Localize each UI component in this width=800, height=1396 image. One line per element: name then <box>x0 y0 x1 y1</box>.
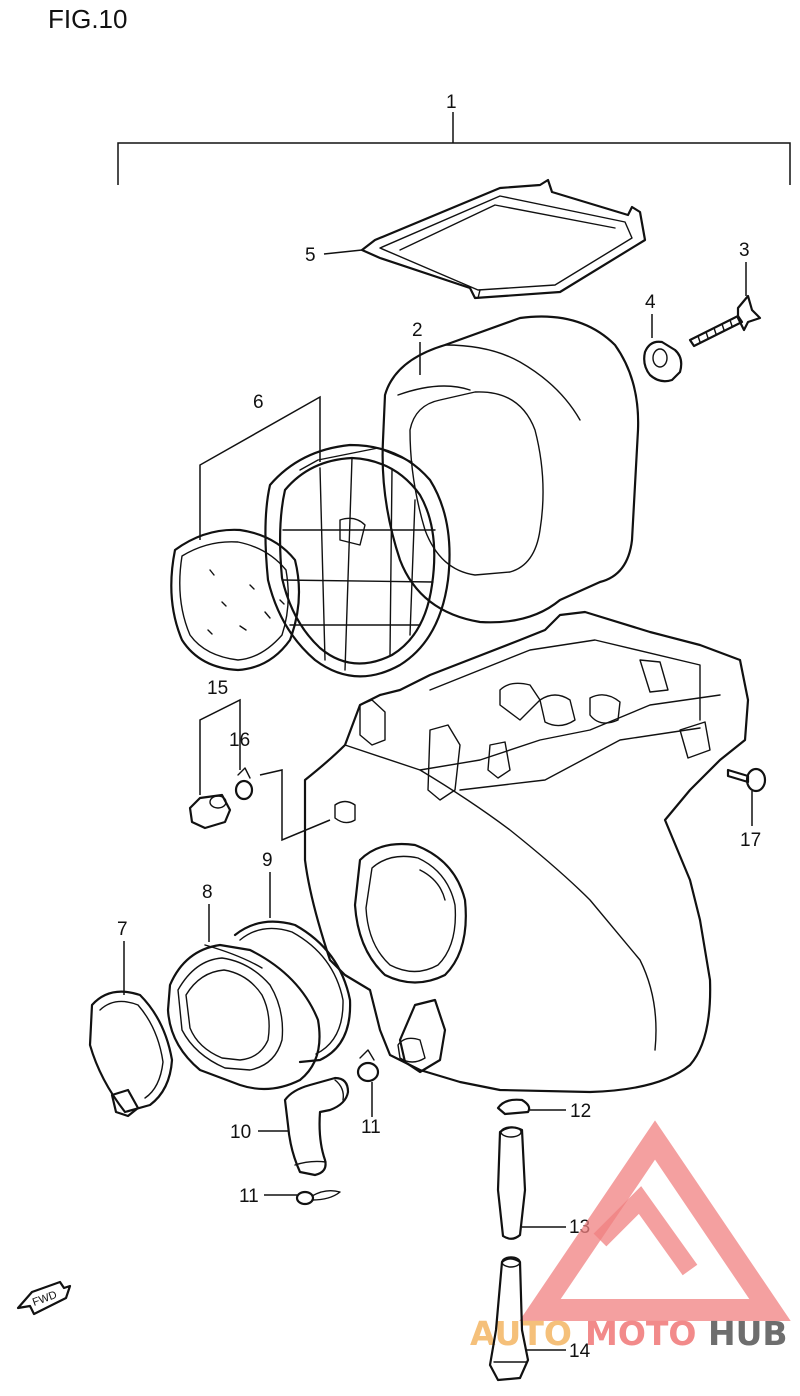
part-8-outlet-tube <box>166 943 321 1091</box>
part-14-drain-hose <box>488 1256 530 1382</box>
fwd-arrow: FWD <box>16 1280 72 1316</box>
part-7-clamp <box>88 990 174 1118</box>
callout-3: 3 <box>739 240 750 261</box>
assembly-bracket <box>117 112 791 185</box>
callout-11-upper: 11 <box>361 1117 381 1138</box>
part-6-element-holder <box>264 443 451 678</box>
part-13-drain-pipe <box>496 1126 527 1240</box>
callout-10: 10 <box>230 1122 251 1143</box>
watermark-text-moto: MOTO <box>585 1314 696 1353</box>
part-10-drain-hose <box>283 1076 350 1177</box>
figure-title: FIG.10 <box>48 4 127 34</box>
part-15-cap <box>188 793 232 830</box>
callout-15: 15 <box>207 678 228 699</box>
part-6-screen <box>170 528 301 672</box>
watermark-triangle <box>519 1120 791 1321</box>
callout-8: 8 <box>202 882 213 903</box>
callout-9: 9 <box>262 850 273 871</box>
part-11-clip-lower <box>295 1189 341 1206</box>
callout-4: 4 <box>645 292 656 313</box>
part-17-screw <box>726 767 767 793</box>
part-1-housing <box>303 610 750 1094</box>
part-12-plug <box>496 1098 531 1116</box>
part-4-grommet <box>643 340 683 383</box>
callout-12: 12 <box>570 1101 591 1122</box>
callout-14: 14 <box>569 1341 591 1362</box>
watermark-logo: AUTO MOTO HUB <box>470 1120 791 1353</box>
part-11-clip-upper <box>356 1049 380 1083</box>
callout-5: 5 <box>305 245 316 266</box>
callout-16: 16 <box>229 730 250 751</box>
callout-2: 2 <box>412 320 423 341</box>
part-16-clip <box>234 767 254 801</box>
callout-1: 1 <box>446 92 457 113</box>
part-2-filter-element <box>381 315 640 624</box>
callout-7: 7 <box>117 919 128 940</box>
callout-17: 17 <box>740 830 761 851</box>
part-9-seal-ring <box>233 920 352 1064</box>
watermark-text-hub: HUB <box>708 1314 788 1353</box>
part-5-cover <box>360 178 647 300</box>
callout-11-lower: 11 <box>239 1186 259 1207</box>
part-3-wing-bolt <box>688 294 762 348</box>
callout-6: 6 <box>253 392 264 413</box>
